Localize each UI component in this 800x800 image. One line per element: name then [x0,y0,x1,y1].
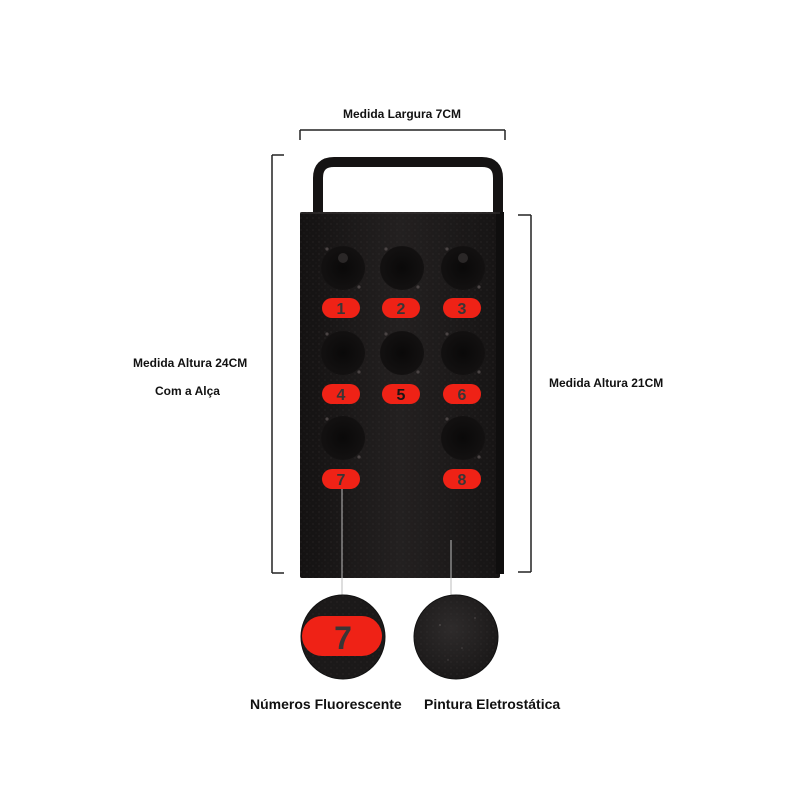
number-labels: 1 2 3 4 5 6 7 8 [322,298,481,489]
number-label-5: 5 [382,384,420,404]
number-label-text-7: 7 [337,472,346,489]
number-label-6: 6 [443,384,481,404]
number-label-3: 3 [443,298,481,318]
number-label-text-2: 2 [397,301,406,318]
with-handle-note: Com a Alça [155,384,220,398]
number-label-text-6: 6 [458,387,467,404]
connector-hole-5 [380,331,424,375]
paint-zoom-detail [413,594,499,680]
numbers-zoom-detail: 7 [300,594,386,680]
body-height-label: Medida Altura 21CM [549,376,664,390]
width-dimension-line [299,129,506,140]
body-height-line [518,214,532,573]
number-label-2: 2 [382,298,420,318]
number-label-4: 4 [322,384,360,404]
paint-caption: Pintura Eletrostática [424,696,561,712]
connector-holes [321,246,485,460]
carry-handle [313,157,503,219]
width-dimension-label: Medida Largura 7CM [342,107,462,121]
zoom-number-text: 7 [334,620,352,656]
connector-hole-1 [321,246,365,290]
number-label-7: 7 [322,469,360,489]
number-label-8: 8 [443,469,481,489]
height-with-handle-line [271,154,284,574]
number-label-text-4: 4 [337,387,346,404]
connector-hole-6 [441,331,485,375]
numbers-caption: Números Fluorescente [250,696,402,712]
number-label-text-8: 8 [458,472,467,489]
connector-hole-7 [321,416,365,460]
connector-hole-3 [441,246,485,290]
number-label-text-5: 5 [397,387,406,404]
number-label-text-1: 1 [337,301,346,318]
connector-hole-4 [321,331,365,375]
number-label-text-3: 3 [458,301,467,318]
connector-hole-2 [380,246,424,290]
height-with-handle-label: Medida Altura 24CM [133,356,248,370]
number-label-1: 1 [322,298,360,318]
connector-hole-8 [441,416,485,460]
